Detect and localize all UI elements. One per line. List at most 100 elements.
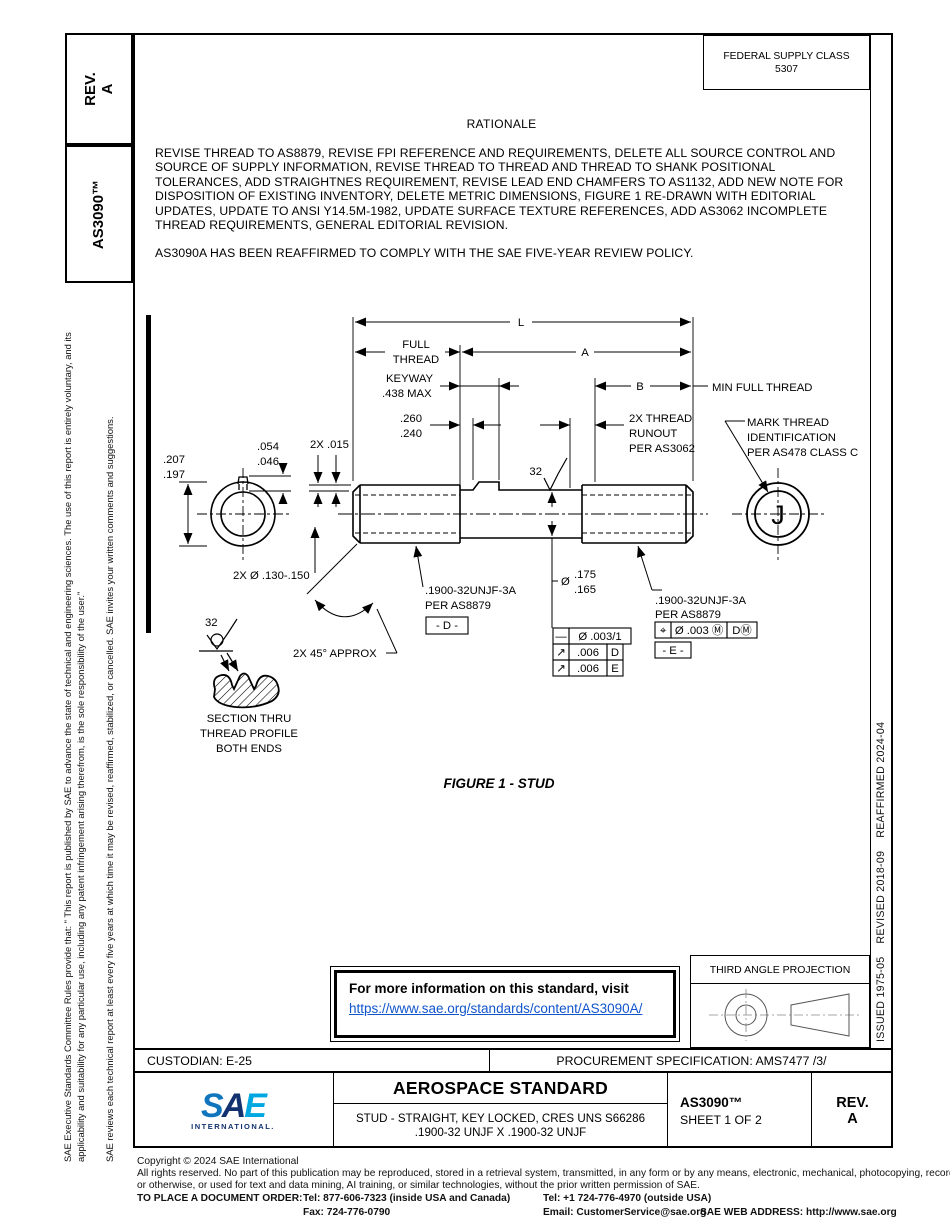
mark-thread-leader <box>724 420 769 493</box>
custodian-row: CUSTODIAN: E-25 PROCUREMENT SPECIFICATIO… <box>133 1048 893 1073</box>
svg-text:.006: .006 <box>577 647 599 659</box>
web-address: SAE WEB ADDRESS: http://www.sae.org <box>700 1207 897 1218</box>
document-subtitle-2: .1900-32 UNJF X .1900-32 UNJF <box>414 1126 587 1139</box>
tel-inside: Tel: 877-606-7323 (inside USA and Canada… <box>303 1193 511 1204</box>
svg-text:IDENTIFICATION: IDENTIFICATION <box>747 432 836 444</box>
svg-text:.207: .207 <box>163 454 185 466</box>
svg-text:THREAD: THREAD <box>393 354 439 366</box>
svg-text:D: D <box>611 647 619 659</box>
rev-tab-value: A <box>98 83 116 95</box>
federal-supply-class-value: 5307 <box>775 63 798 75</box>
svg-text:BOTH ENDS: BOTH ENDS <box>216 743 282 755</box>
shank-diameter-leader <box>547 492 558 628</box>
right-thread-leader <box>637 545 662 591</box>
custodian-label: CUSTODIAN: E-25 <box>133 1050 490 1071</box>
doc-number-label: AS3090™ <box>90 179 108 249</box>
document-number: AS3090™ <box>680 1094 743 1110</box>
chamfer-label: 2X 45° APPROX <box>293 648 377 660</box>
svg-text:2X Ø .130-.150: 2X Ø .130-.150 <box>233 570 310 582</box>
chamfer-angle-callout <box>306 543 398 654</box>
right-end-view <box>724 420 824 560</box>
rights-line-1: All rights reserved. No part of this pub… <box>137 1168 950 1179</box>
fcf-shank <box>552 627 632 677</box>
keyway-label: KEYWAY <box>386 373 434 385</box>
min-full-thread-label: MIN FULL THREAD <box>712 382 812 394</box>
svg-text:Ø .003/1: Ø .003/1 <box>578 631 621 643</box>
svg-text:.046: .046 <box>257 456 279 468</box>
section-caption: SECTION THRU <box>207 713 292 725</box>
rev-tab-label: REV. <box>81 72 99 106</box>
svg-text:2X .015: 2X .015 <box>310 439 349 451</box>
thread-dashed-lines <box>355 494 691 534</box>
thread-profile-section <box>199 618 280 709</box>
svg-text:.165: .165 <box>574 584 596 596</box>
sae-logo: SAE INTERNATIONAL. <box>191 1086 275 1131</box>
standard-link[interactable]: https://www.sae.org/standards/content/AS… <box>349 1001 643 1016</box>
svg-text:.175: .175 <box>574 569 596 581</box>
revision-change-bar <box>146 315 151 633</box>
copyright-line: Copyright © 2024 SAE International <box>137 1156 299 1167</box>
title-block: SAE INTERNATIONAL. AEROSPACE STANDARD ST… <box>133 1073 893 1148</box>
svg-text:.197: .197 <box>163 469 185 481</box>
datum-d: - D - <box>436 620 458 632</box>
svg-text:PER AS478 CLASS C: PER AS478 CLASS C <box>747 447 858 459</box>
datum-e: - E - <box>662 645 684 657</box>
federal-supply-class-label: FEDERAL SUPPLY CLASS <box>723 50 850 62</box>
position-symbol: ⌖ <box>660 625 666 637</box>
figure-1-stud-drawing: L FULL THREAD A KEYWAY .438 MAX B MIN FU… <box>163 317 858 791</box>
document-type-title: AEROSPACE STANDARD <box>334 1073 667 1104</box>
svg-text:.260: .260 <box>400 413 422 425</box>
right-thread-callout: .1900-32UNJF-3A <box>655 595 747 607</box>
rev-tab: REV.A <box>65 33 133 145</box>
fcf-right-thread <box>654 621 758 659</box>
extension-lines <box>352 317 694 488</box>
third-angle-projection-box: THIRD ANGLE PROJECTION <box>690 955 870 1048</box>
tel-outside: Tel: +1 724-776-4970 (outside USA) <box>543 1193 712 1204</box>
rationale-body: REVISE THREAD TO AS8879, REVISE FPI REFE… <box>155 146 844 233</box>
order-label: TO PLACE A DOCUMENT ORDER: <box>137 1193 303 1204</box>
svg-text:PER AS8879: PER AS8879 <box>655 609 721 621</box>
finish-32-section: 32 <box>205 617 218 629</box>
sheet-number: SHEET 1 OF 2 <box>680 1112 762 1127</box>
email: Email: CustomerService@sae.org <box>543 1207 707 1218</box>
stud-side-view <box>352 481 694 544</box>
svg-text:PER AS3062: PER AS3062 <box>629 443 695 455</box>
svg-text:RUNOUT: RUNOUT <box>629 428 677 440</box>
svg-text:.054: .054 <box>257 441 279 453</box>
surface-finish-circle-icon <box>199 618 239 672</box>
fax: Fax: 724-776-0790 <box>303 1207 391 1218</box>
surface-finish-icon <box>543 457 568 492</box>
svg-text:E: E <box>611 663 619 675</box>
drawing-labels: L FULL THREAD A KEYWAY .438 MAX B MIN FU… <box>163 317 858 755</box>
svg-text:.006: .006 <box>577 663 599 675</box>
rationale-title: RATIONALE <box>466 117 537 131</box>
thread-id-mark: J <box>771 500 785 530</box>
info-box-text: For more information on this standard, v… <box>349 981 629 996</box>
full-thread-label: FULL <box>402 339 430 351</box>
dimension-lines <box>355 317 708 430</box>
rev-label: REV. <box>836 1094 869 1111</box>
left-thread-leader <box>413 545 424 588</box>
dim-B: B <box>636 381 644 393</box>
federal-supply-class-box: FEDERAL SUPPLY CLASS 5307 <box>703 35 870 90</box>
svg-text:THREAD PROFILE: THREAD PROFILE <box>200 728 298 740</box>
figure-caption: FIGURE 1 - STUD <box>443 776 554 791</box>
dim-A: A <box>581 347 589 359</box>
rights-line-2: or otherwise, or used for text and data … <box>137 1180 700 1191</box>
svg-text:DⓂ: DⓂ <box>732 624 751 637</box>
left-end-view <box>179 455 351 573</box>
projection-title: THIRD ANGLE PROJECTION <box>691 956 869 984</box>
svg-text:↗: ↗ <box>556 663 565 675</box>
procurement-label: PROCUREMENT SPECIFICATION: AMS7477 /3/ <box>556 1053 827 1068</box>
rationale-note: AS3090A HAS BEEN REAFFIRMED TO COMPLY WI… <box>155 246 694 260</box>
svg-text:Ø: Ø <box>561 576 570 588</box>
dim-L: L <box>518 317 524 329</box>
straightness-symbol: — <box>555 631 567 643</box>
mark-thread-label: MARK THREAD <box>747 417 829 429</box>
rev-value: A <box>847 1110 858 1127</box>
projection-symbol-icon <box>709 989 861 1041</box>
svg-text:PER AS8879: PER AS8879 <box>425 600 491 612</box>
document-subtitle-1: STUD - STRAIGHT, KEY LOCKED, CRES UNS S6… <box>355 1111 646 1125</box>
left-thread-callout: .1900-32UNJF-3A <box>425 585 517 597</box>
